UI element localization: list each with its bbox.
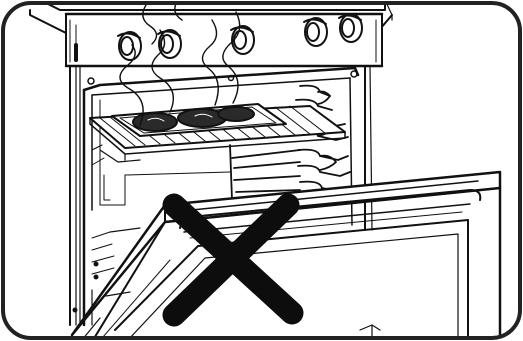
rack-guides: [230, 86, 350, 202]
knob-5-icon: [339, 14, 362, 42]
x-mark-icon: [174, 205, 292, 315]
oven-rack: [90, 104, 345, 162]
knob-2-icon: [158, 30, 181, 58]
knob-4-icon: [304, 18, 327, 46]
knob-1-icon: [118, 32, 141, 60]
